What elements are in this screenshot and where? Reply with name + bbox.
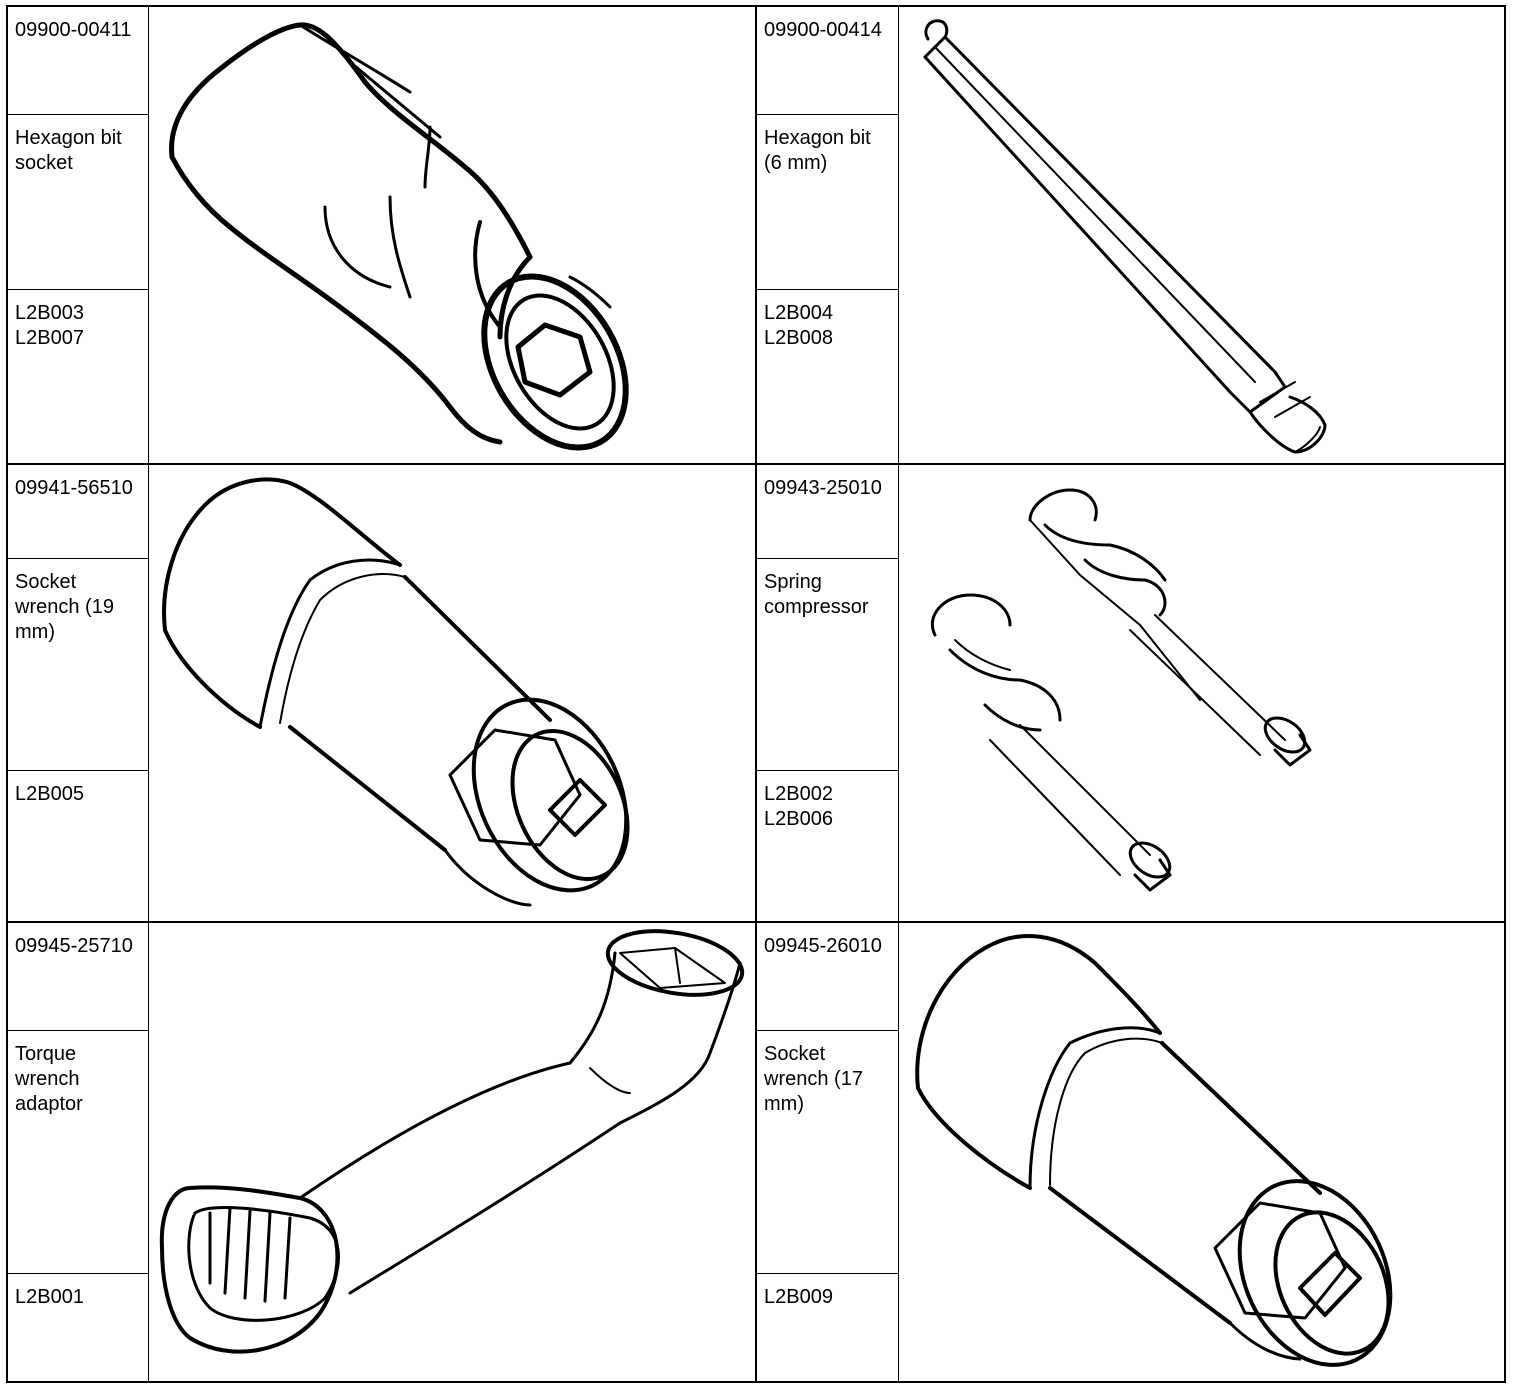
socket-wrench-17mm-drawing [900,923,1504,1381]
tool-label-cell: 09900-00414 Hexagon bit (6 mm) L2B004 L2… [757,7,899,463]
torque-wrench-adaptor-drawing [150,923,754,1381]
tool-name: Socket wrench (17 mm) [757,1030,898,1273]
hexagon-bit-drawing [900,7,1504,463]
part-number: 09941-56510 [15,477,133,499]
tool-label-cell: 09941-56510 Socket wrench (19 mm) L2B005 [8,465,149,921]
reference-codes: L2B002 L2B006 [757,770,898,921]
reference-codes: L2B009 [757,1273,898,1381]
column-divider [755,5,757,1383]
part-number: 09900-00414 [764,19,882,41]
socket-wrench-19mm-drawing [150,465,754,921]
spring-compressor-drawing [900,465,1504,921]
hexagon-bit-socket-drawing [150,7,754,463]
reference-codes: L2B004 L2B008 [757,289,898,463]
reference-codes: L2B001 [8,1273,148,1381]
part-number: 09945-25710 [15,935,133,957]
tool-label-cell: 09943-25010 Spring compressor L2B002 L2B… [757,465,899,921]
reference-codes: L2B003 L2B007 [8,289,148,463]
reference-codes: L2B005 [8,770,148,921]
tool-name: Socket wrench (19 mm) [8,558,148,770]
part-number: 09943-25010 [764,477,882,499]
tool-name: Hexagon bit socket [8,114,148,289]
tool-name: Spring compressor [757,558,898,770]
part-number: 09945-26010 [764,935,882,957]
tool-label-cell: 09945-26010 Socket wrench (17 mm) L2B009 [757,923,899,1381]
tool-name: Torque wrench adaptor [8,1030,148,1273]
part-number: 09900-00411 [15,19,132,41]
tool-label-cell: 09900-00411 Hexagon bit socket L2B003 L2… [8,7,149,463]
tool-label-cell: 09945-25710 Torque wrench adaptor L2B001 [8,923,149,1381]
tool-name: Hexagon bit (6 mm) [757,114,898,289]
